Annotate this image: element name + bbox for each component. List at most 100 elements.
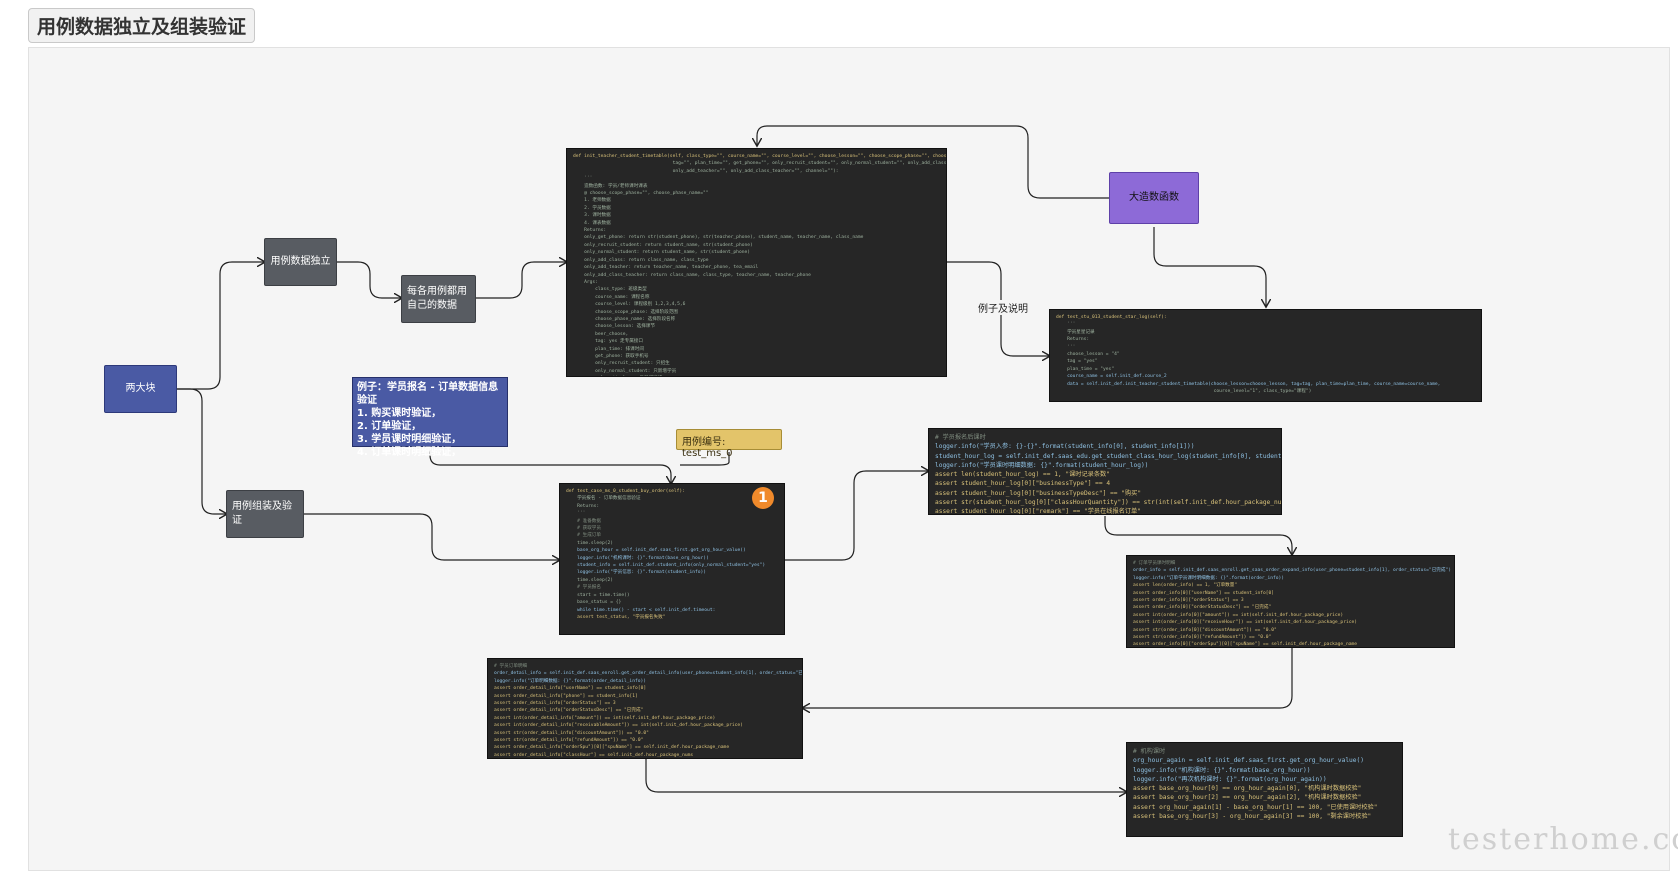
code-line: # 订单学员课时明细 bbox=[1133, 561, 1176, 566]
step-number-badge: 1 bbox=[752, 487, 774, 509]
code-line: # 获取学员 bbox=[566, 526, 601, 532]
code-line: only_recruit_student: return student_nam… bbox=[573, 242, 753, 248]
node-big-factory[interactable]: 大造数函数 bbox=[1109, 172, 1199, 224]
code-block-assembly-test[interactable]: def test_case_ms_0_student_buy_order(sel… bbox=[559, 483, 785, 635]
code-line: assert student_hour_log[0]["remark"] == … bbox=[935, 508, 1141, 515]
code-line: # 学员报名后课时 bbox=[935, 434, 986, 441]
page-title: 用例数据独立及组装验证 bbox=[28, 8, 256, 43]
code-line: ''' bbox=[573, 176, 593, 182]
code-line: Returns: bbox=[573, 228, 607, 234]
code-line: assert int(order_detail_info["receivable… bbox=[494, 723, 743, 729]
edge-data-assembly-to-assembly-func bbox=[304, 513, 559, 560]
code-line: assert org_hour_again[1] - base_org_hour… bbox=[1133, 803, 1378, 811]
example-note-item: 2. 订单验证， bbox=[357, 421, 422, 432]
code-line: assert base_org_hour[3] - org_hour_again… bbox=[1133, 813, 1372, 821]
code-line: assert student_hour_log[0]["businessType… bbox=[935, 489, 1142, 497]
code-line: logger.info("订单学员课时明细数据: {}".format(orde… bbox=[1133, 575, 1285, 581]
code-line: assert order_detail_info["orderSpu"][0][… bbox=[494, 745, 730, 751]
example-note[interactable]: 例子：学员报名 - 订单数据信息验证 1. 购买课时验证， 2. 订单验证， 3… bbox=[352, 377, 508, 458]
edge-expand-to-order-detail bbox=[803, 648, 1293, 708]
code-line: tag="", plan_time="", get_phone="", only… bbox=[672, 161, 947, 167]
code-line: only_add_class: 只新增班级 bbox=[573, 375, 940, 376]
code-line: assert order_detail_info["userName"] == … bbox=[494, 686, 647, 692]
code-line: assert len(student_hour_log) == 1, "课时记录… bbox=[935, 471, 1110, 479]
code-line: course_name = self.init_def.course_2 bbox=[1056, 374, 1167, 380]
case-id-tag-label: 用例编号: test_ms_0 bbox=[682, 437, 733, 459]
code-line: Returns: bbox=[566, 503, 600, 509]
case-id-tag[interactable]: 用例编号: test_ms_0 bbox=[676, 429, 782, 459]
code-line: assert base_org_hour[2] == org_hour_agai… bbox=[1133, 794, 1362, 802]
code-line: time.sleep(2) bbox=[566, 577, 614, 583]
edge-assembly-to-order-check bbox=[785, 471, 928, 561]
watermark: testerhome.com bbox=[1448, 822, 1678, 857]
code-line: assert int(order_info[0]["amount"]) == i… bbox=[1133, 612, 1344, 618]
code-line: 学员报名 - 订单数据信息验证 bbox=[566, 496, 641, 502]
code-line: start = time.time() bbox=[566, 592, 630, 598]
code-line: # 学员报名 bbox=[566, 585, 601, 591]
code-line: assert order_detail_info["classHour"] ==… bbox=[494, 752, 694, 758]
code-line: assert base_org_hour[0] == org_hour_agai… bbox=[1133, 785, 1362, 793]
example-note-item: 3. 学员课时明细验证， bbox=[357, 434, 462, 445]
node-data-independent-label: 用例数据独立 bbox=[270, 256, 331, 267]
code-line: 3. 课时数据 bbox=[573, 213, 611, 219]
edge-order-detail-to-org-hour bbox=[645, 759, 1126, 792]
code-line: assert int(order_detail_info["amount"]) … bbox=[494, 715, 716, 721]
code-line: ''' bbox=[566, 511, 586, 517]
node-data-assembly-label: 用例组装及验证 bbox=[232, 501, 292, 526]
code-line: # 机构课时 bbox=[1133, 748, 1166, 755]
code-line: course_level="1", class_type="课程") bbox=[1056, 389, 1312, 395]
node-two-parts[interactable]: 两大块 bbox=[104, 365, 177, 413]
code-line: only_normal_student: return student_name… bbox=[573, 250, 751, 256]
code-line: data = self.init_def.init_teacher_studen… bbox=[1056, 381, 1441, 387]
code-line: assert int(order_info[0]["receiveHour"])… bbox=[1133, 620, 1358, 626]
node-own-data[interactable]: 每各用例都用自己的数据 bbox=[401, 275, 476, 323]
code-line: assert order_info[0]["orderSpu"][0]["spu… bbox=[1133, 642, 1358, 648]
code-line: plan_time = "yes" bbox=[1056, 366, 1115, 372]
code-line: logger.info("机构课时: {}".format(base_org_h… bbox=[566, 555, 709, 561]
code-line: logger.info("学员信息: {}".format(student_in… bbox=[566, 570, 707, 576]
code-line: only_add_class: return class_name, class… bbox=[573, 257, 709, 263]
code-line: only_add_teacher: return teacher_name, t… bbox=[573, 265, 759, 271]
code-line: assert order_info[0]["orderStatusDesc"] … bbox=[1133, 605, 1272, 611]
code-line: def test_case_ms_0_student_buy_order(sel… bbox=[566, 489, 685, 494]
code-line: # 生成订单 bbox=[566, 533, 601, 539]
code-line: ''' bbox=[1056, 344, 1076, 350]
code-line: assert str(order_info[0]["refundAmount"]… bbox=[1133, 635, 1272, 641]
code-line: get_phone: 获取手机号 bbox=[573, 353, 649, 359]
code-line: course_name: 课程名称 bbox=[573, 294, 650, 300]
code-line: assert str(order_info[0]["discountAmount… bbox=[1133, 627, 1277, 633]
node-data-assembly[interactable]: 用例组装及验证 bbox=[226, 490, 304, 538]
code-line: choose_phase_name: 选择阶段名称 bbox=[573, 316, 676, 322]
code-line: class_type: 班级类型 bbox=[573, 287, 647, 293]
code-line: logger.info("订单明细数据: {}".format(order_de… bbox=[494, 678, 647, 684]
example-note-item: 4. 订单课时明细验证， bbox=[357, 447, 462, 458]
code-line: Returns: bbox=[1056, 337, 1090, 343]
code-line: def test_stu_013_student_star_log(self): bbox=[1056, 315, 1167, 320]
code-line: only_add_class_teacher: return class_nam… bbox=[573, 272, 811, 278]
code-line: student_info = self.init_def.student_inf… bbox=[566, 563, 766, 569]
code-line: only_get_phone: return str(student_phone… bbox=[573, 235, 864, 241]
code-block-factory-function[interactable]: def init_teacher_student_timetable(self,… bbox=[566, 148, 947, 377]
code-block-example-test[interactable]: def test_stu_013_student_star_log(self):… bbox=[1049, 309, 1482, 402]
node-data-independent[interactable]: 用例数据独立 bbox=[264, 238, 337, 286]
edge-label-example: 例子及说明 bbox=[976, 300, 1030, 315]
code-line: assert order_info[0]["userName"] == stud… bbox=[1133, 590, 1275, 596]
example-note-title: 例子：学员报名 - 订单数据信息验证 bbox=[357, 382, 499, 406]
code-line: assert str(order_detail_info["discountAm… bbox=[494, 730, 649, 736]
code-line: 学员星星记录 bbox=[1056, 329, 1095, 335]
code-line: choose_lesson: 选择课节 bbox=[573, 324, 655, 330]
code-line: assert order_detail_info["orderStatusDes… bbox=[494, 708, 644, 714]
code-line: assert order_detail_info["orderStatus"] … bbox=[494, 701, 616, 707]
code-line: assert str(student_hour_log[0]["classHou… bbox=[935, 499, 1282, 507]
code-line: course_level: 课程级别 1,2,3,4,5,6 bbox=[573, 302, 686, 308]
code-line: assert str(order_detail_info["refundAmou… bbox=[494, 738, 644, 744]
code-line: order_detail_info = self.init_def.saas_e… bbox=[494, 671, 803, 677]
code-line: assert test_status, "学员报名失败" bbox=[566, 614, 666, 620]
code-line: assert student_hour_log[0]["businessType… bbox=[935, 480, 1111, 488]
edge-tag-to-assembly bbox=[680, 452, 730, 466]
